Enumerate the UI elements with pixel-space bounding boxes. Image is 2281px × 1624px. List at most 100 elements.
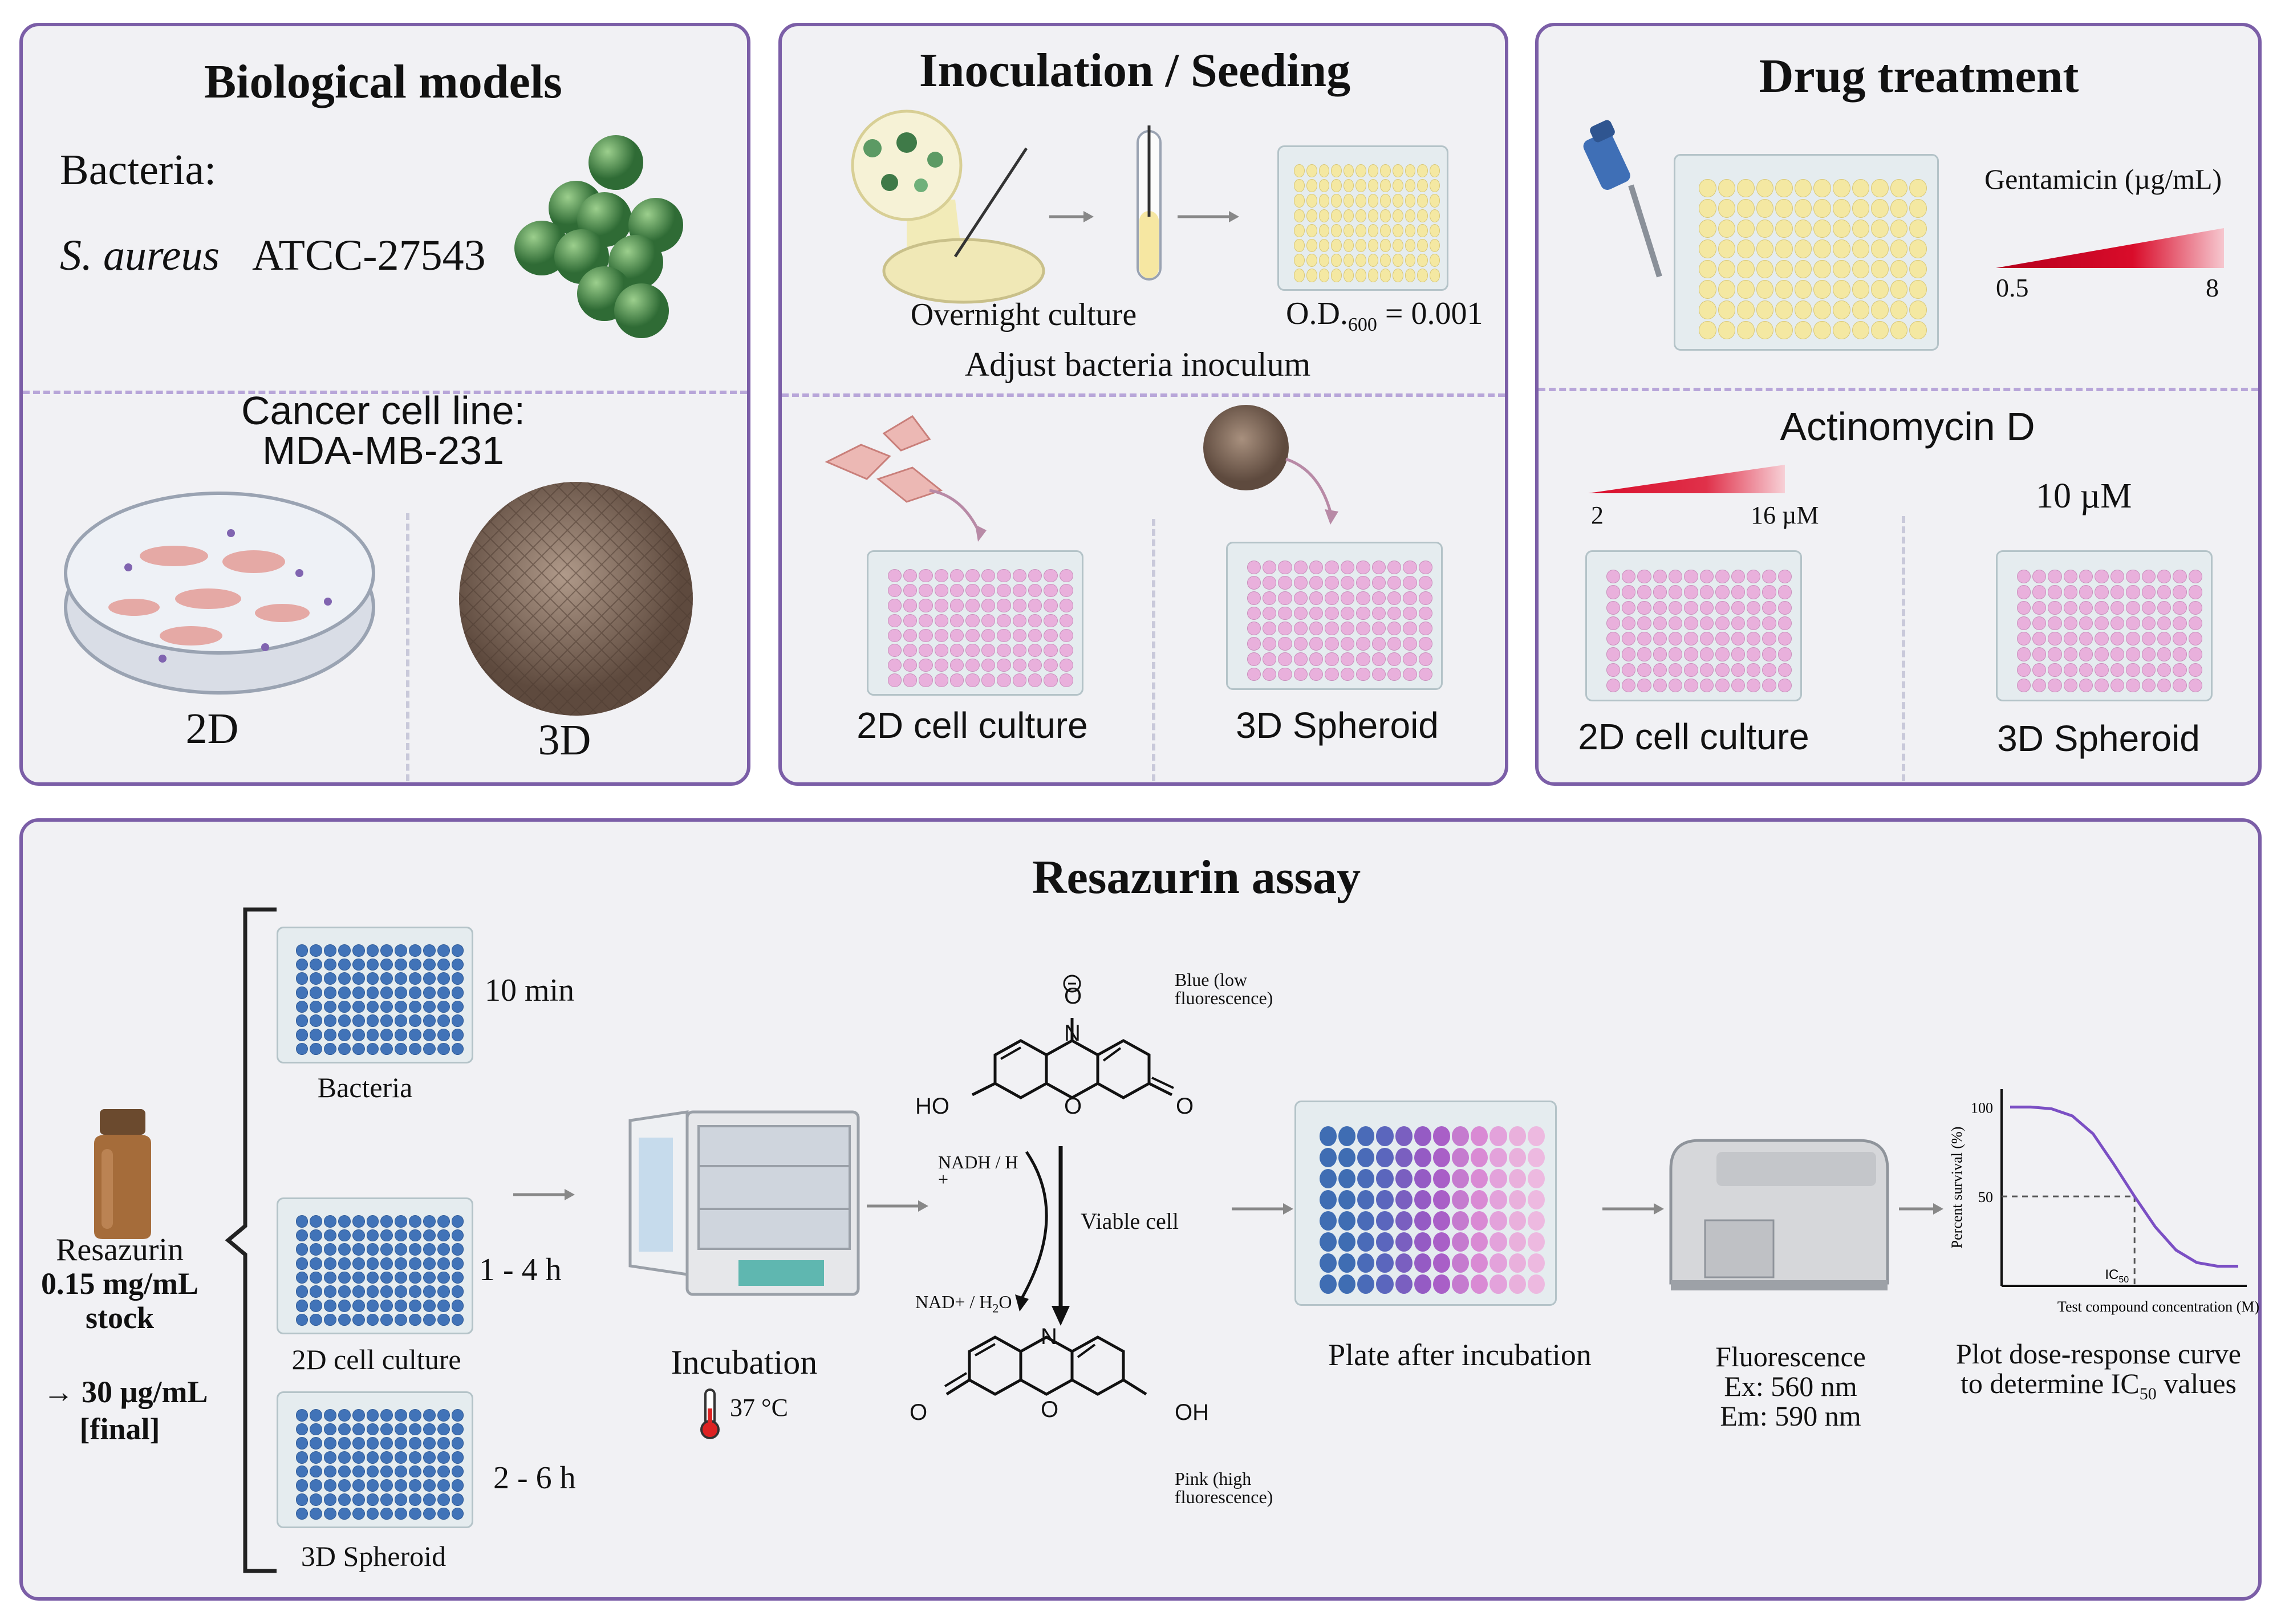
plate-well [352,1451,365,1464]
plate-well [1762,678,1776,693]
plate-well [295,1257,309,1270]
plate-well [919,659,933,672]
plate-well [352,1215,365,1228]
plate-3d-resazurin [277,1391,473,1528]
plate-well [1737,300,1755,319]
plate-well [1699,199,1716,218]
plate-well [903,628,918,642]
plate-well [1417,269,1428,282]
plate-well [1263,576,1277,590]
plate-well [1718,239,1736,258]
plate-well [423,1285,436,1298]
plate-well [919,599,933,612]
plate-well [965,659,980,672]
plate-well [295,1029,309,1041]
actinomycin-fixed-dose: 10 µM [2036,477,2132,515]
plate-well [352,958,365,971]
plate-well [395,1437,408,1450]
plate-well [1762,585,1776,599]
plate-well [437,1243,450,1256]
plate-well [2126,600,2140,615]
plate-well [1432,1189,1451,1209]
plate-well [1263,652,1277,666]
plate-well [1247,576,1261,590]
plate-well [1376,1232,1394,1252]
plate-well [2079,585,2093,599]
plate-well [423,1409,436,1422]
plate-well [395,1229,408,1242]
plate-well [1395,1126,1413,1146]
plate-well [1832,178,1850,198]
plate-well [1622,663,1636,677]
plate-well [1414,1274,1431,1294]
plate-well [1637,570,1651,584]
plate-well [310,1215,323,1228]
plate-well [1044,643,1058,657]
plate-well [423,1257,436,1270]
plate-well [1403,622,1417,636]
plate-well [1414,1126,1431,1146]
plate-well [903,569,918,583]
plate-well [295,1014,309,1027]
plate-well [1718,300,1736,319]
plate-well [1357,1232,1375,1252]
plate-well [1813,259,1831,279]
plate-well [2095,616,2109,631]
plate-well [380,1014,393,1027]
plate-well [451,944,464,957]
plate-well [1418,667,1433,681]
plate-well [437,1000,450,1013]
plate-well [366,1437,379,1450]
plate-well [1380,194,1391,208]
plate-well [437,1437,450,1450]
plate-well [352,1423,365,1436]
plate-well [1852,300,1870,319]
plate-well [1343,164,1354,178]
plate-well [451,958,464,971]
plate-well [2016,663,2031,677]
plate-well [1871,259,1889,279]
plate-well [380,1029,393,1041]
label-2d-treatment: 2D cell culture [1578,716,1809,757]
label-3d-bio: 3D [538,716,591,764]
plate-well [1331,164,1342,178]
plate-well [366,1451,379,1464]
plate-well [1343,209,1354,222]
plate-well [310,1479,323,1492]
plate-well [1318,269,1330,282]
plate-well [1306,254,1317,267]
divider-bio-vertical [406,513,409,781]
plate-well [1371,561,1386,575]
plate-well [1731,585,1745,599]
species-name: S. aureus [60,232,220,279]
atom-oh: OH [1175,1400,1209,1425]
plate-well [380,1215,393,1228]
plate-well [1343,238,1354,253]
plate-well [380,1300,393,1312]
plate-well [1395,1211,1413,1231]
plate-well [295,986,309,999]
plate-well [1371,576,1386,590]
plate-well [338,1029,351,1041]
plate-well [1669,647,1683,661]
plate-well [2110,647,2125,661]
plate-well [295,1285,309,1298]
plate-well [1356,652,1370,666]
plate-well [409,1243,421,1256]
plate-well [887,643,902,657]
agar-plate-illustration [851,109,1045,304]
atom-n-oxide: N [1064,1021,1081,1046]
plate-well [1699,647,1714,661]
plate-well [1059,643,1074,657]
plate-well [2126,678,2140,693]
plate-well [1343,179,1354,193]
plot-instruction-suffix: values [2156,1367,2237,1399]
plate-well [1637,616,1651,631]
plate-well [380,1285,393,1298]
plate-well [324,1243,336,1256]
plate-well [1356,667,1370,681]
plate-well [2157,647,2172,661]
nad-o: O [999,1292,1012,1312]
plate-well [1527,1189,1545,1209]
plate-well [1715,632,1730,646]
